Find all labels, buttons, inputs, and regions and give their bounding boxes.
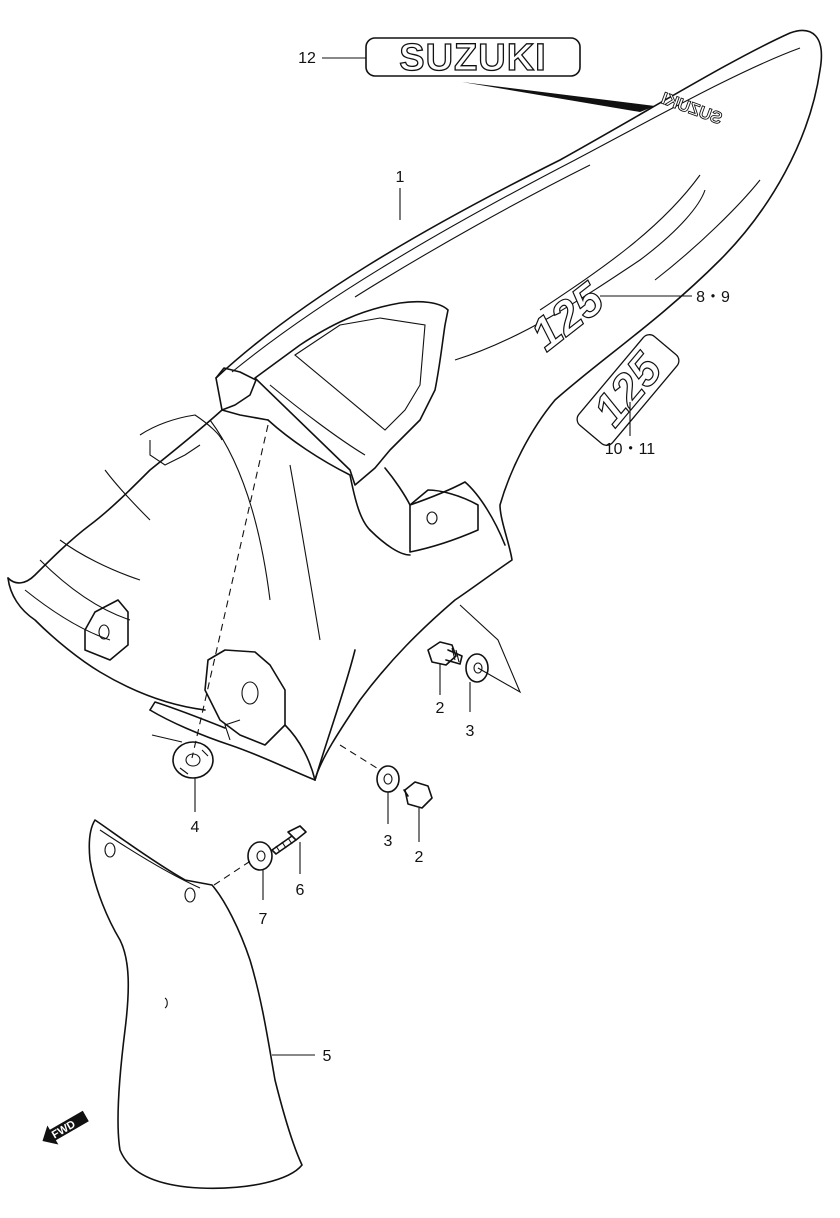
callout-2-lower: 2 (415, 808, 424, 866)
fwd-arrow-icon: FWD (42, 1110, 89, 1145)
callout-4: 4 (191, 778, 200, 836)
washer-3-lower (376, 765, 400, 793)
callout-10-11: 10・11 (605, 402, 656, 458)
bolt-2-lower (403, 781, 433, 809)
suzuki-small-text: SUZUKI (659, 89, 725, 128)
assembly-line (339, 744, 381, 771)
screw-6 (271, 825, 307, 855)
svg-text:8・9: 8・9 (696, 289, 730, 306)
svg-text:6: 6 (296, 882, 305, 899)
svg-text:5: 5 (323, 1048, 332, 1065)
svg-text:1: 1 (396, 169, 405, 186)
callout-7: 7 (259, 870, 268, 928)
suzuki-logo-decal: SUZUKI (365, 36, 581, 80)
svg-text:7: 7 (259, 911, 268, 928)
model-125-text: 125 (521, 271, 615, 360)
model-125-decal-loose: 125 (576, 334, 680, 446)
callout-8-9: 8・9 (600, 289, 730, 306)
model-125-decal-fender: 125 (520, 271, 615, 361)
callout-3-upper: 3 (466, 682, 475, 740)
svg-text:10・11: 10・11 (605, 441, 656, 458)
svg-text:4: 4 (191, 819, 200, 836)
assembly-line (459, 604, 522, 694)
rear-fender (7, 29, 823, 781)
callout-6: 6 (296, 842, 305, 899)
bolt-2-upper (427, 641, 463, 666)
callout-3-lower: 3 (384, 792, 393, 850)
callout-1: 1 (396, 169, 405, 220)
callout-5: 5 (272, 1048, 332, 1065)
assembly-line (213, 859, 253, 886)
assembly-line (191, 424, 269, 759)
assembly-line (151, 734, 183, 743)
svg-text:3: 3 (384, 833, 393, 850)
svg-text:12: 12 (298, 50, 316, 67)
suzuki-small-decal: SUZUKI (658, 88, 725, 128)
washer-7 (247, 841, 273, 871)
suzuki-logo-text: SUZUKI (399, 37, 546, 79)
fwd-label: FWD (50, 1118, 78, 1141)
mud-flap (88, 819, 303, 1190)
callout-12: 12 (298, 50, 366, 67)
svg-text:2: 2 (436, 700, 445, 717)
grommet-4 (172, 741, 214, 779)
callout-2-upper: 2 (436, 664, 445, 717)
svg-text:3: 3 (466, 723, 475, 740)
washer-3-upper (465, 653, 489, 683)
svg-text:2: 2 (415, 849, 424, 866)
decal-pointer (462, 82, 655, 112)
